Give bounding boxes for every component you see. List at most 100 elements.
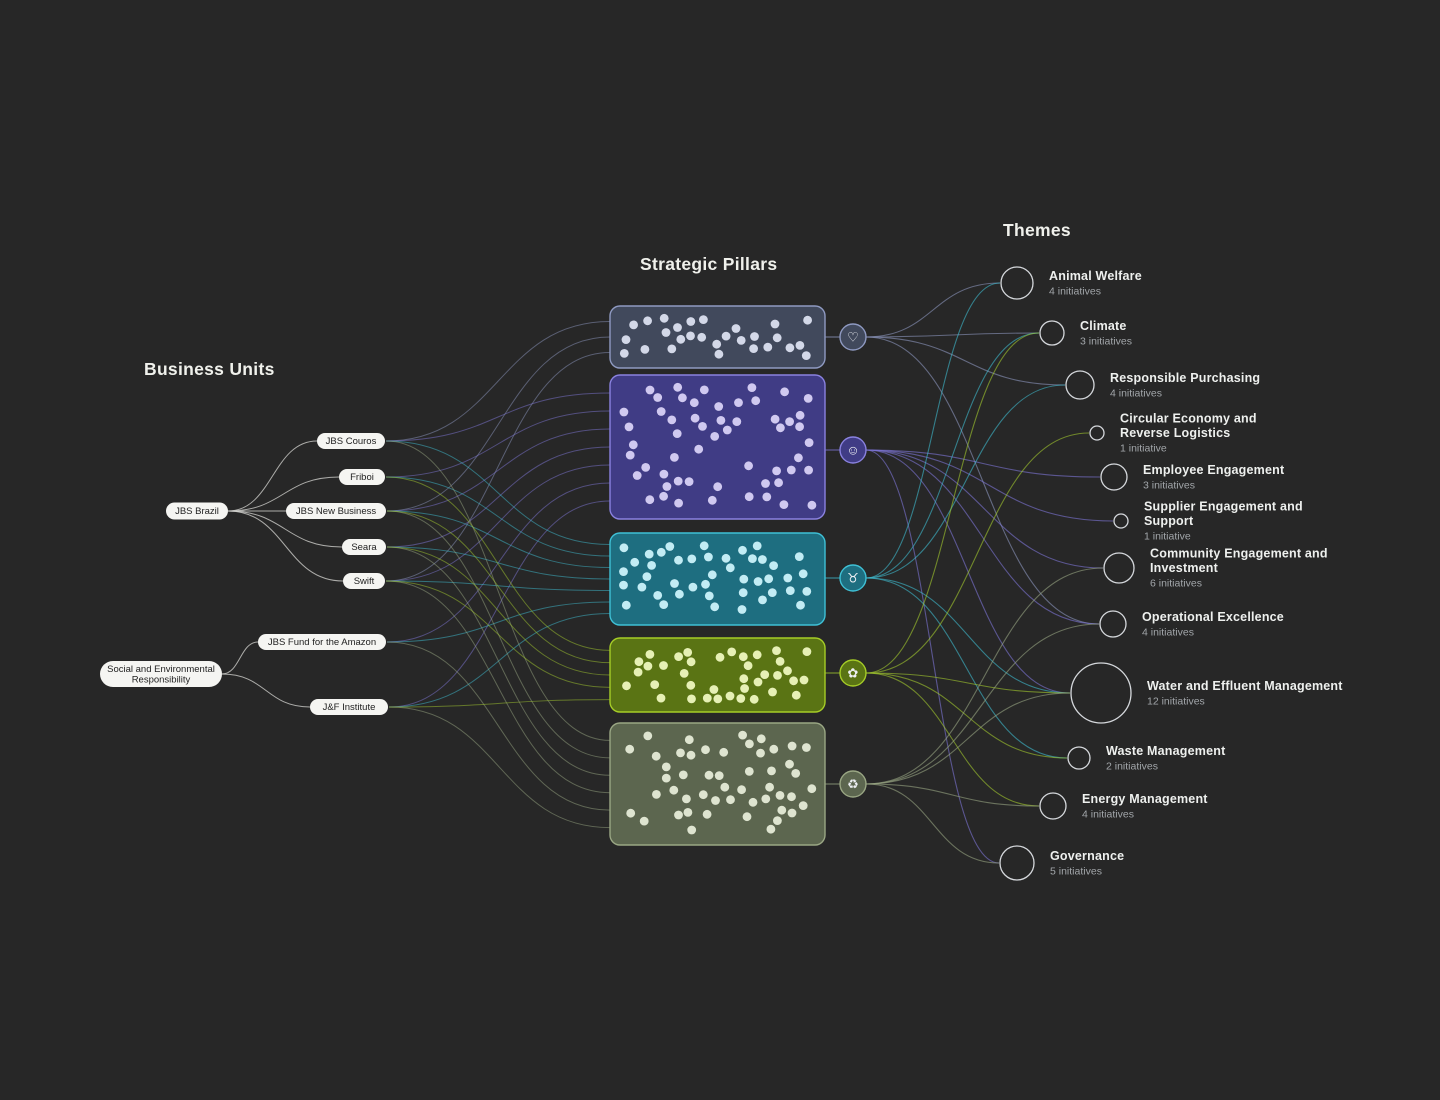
initiative-dot <box>787 741 797 751</box>
initiative-dot <box>787 792 796 802</box>
cattle-icon-glyph: ♉ <box>847 571 859 586</box>
initiative-dot <box>670 579 679 588</box>
initiative-dot <box>773 671 782 680</box>
initiative-dot <box>772 466 781 476</box>
initiative-dot <box>769 744 779 754</box>
unit-pillar-link <box>385 352 611 582</box>
initiative-dot <box>785 343 795 353</box>
initiative-dot <box>802 587 812 596</box>
plant-in-hand-icon-glyph: ✿ <box>848 666 859 681</box>
initiative-dot <box>687 694 696 704</box>
business-unit-jbs-couros[interactable]: JBS Couros <box>317 433 385 449</box>
initiative-dot <box>621 600 631 610</box>
initiative-dot <box>656 407 666 416</box>
initiative-dot <box>628 440 638 450</box>
theme-circle-animal-welfare[interactable] <box>1000 266 1034 300</box>
unit-pillar-link <box>385 410 611 478</box>
theme-subtitle: 12 initiatives <box>1147 695 1205 707</box>
theme-title: Governance <box>1050 849 1124 863</box>
initiative-dot <box>688 582 698 592</box>
unit-pillar-links-layer <box>385 321 611 829</box>
hierarchy-link <box>227 440 318 512</box>
pillar-box-p5[interactable] <box>609 722 826 846</box>
initiative-dot <box>667 415 677 425</box>
recycle-icon[interactable] <box>839 770 867 798</box>
initiative-dot <box>619 407 629 417</box>
business-unit-seara[interactable]: Seara <box>342 539 386 555</box>
business-unit-pill[interactable] <box>100 661 222 687</box>
heading-strategic-pillars: Strategic Pillars <box>640 254 777 274</box>
initiative-dot <box>670 453 679 462</box>
initiative-dot <box>684 477 694 486</box>
business-unit-pill[interactable] <box>317 433 385 449</box>
theme-circle-governance[interactable] <box>999 845 1035 881</box>
initiative-dot <box>738 545 747 555</box>
business-unit-swift[interactable]: Swift <box>343 573 385 589</box>
theme-circle-climate[interactable] <box>1039 320 1065 346</box>
handshake-icon[interactable] <box>839 436 867 464</box>
initiative-dot <box>785 586 795 595</box>
initiative-dot <box>775 657 785 666</box>
business-unit-jbs-new-business[interactable]: JBS New Business <box>286 503 386 519</box>
initiative-dot <box>719 747 729 757</box>
theme-circle-employee-engagement[interactable] <box>1100 463 1128 491</box>
initiative-dot <box>714 771 724 780</box>
business-unit-pill[interactable] <box>166 502 228 520</box>
theme-subtitle: 4 initiatives <box>1049 285 1101 297</box>
initiative-dot <box>656 693 666 703</box>
unit-pillar-link <box>386 641 611 811</box>
business-unit-friboi[interactable]: Friboi <box>339 469 385 485</box>
business-unit-pill[interactable] <box>342 539 386 555</box>
initiative-dot <box>634 657 644 667</box>
initiative-dot <box>767 766 776 776</box>
business-unit-pill[interactable] <box>339 469 385 485</box>
initiative-dot <box>625 744 635 754</box>
initiative-dot <box>645 650 655 659</box>
theme-subtitle: 4 initiatives <box>1110 387 1162 399</box>
recycle-icon-glyph: ♻ <box>847 777 859 792</box>
theme-circle-energy-management[interactable] <box>1039 792 1067 820</box>
initiative-dot <box>765 782 774 792</box>
initiative-dot <box>699 315 708 324</box>
theme-subtitle: 1 initiative <box>1144 531 1191 543</box>
business-unit-jbs-brazil[interactable]: JBS Brazil <box>166 502 228 520</box>
business-unit-pill[interactable] <box>286 503 386 519</box>
business-unit-label: Responsibility <box>132 674 191 685</box>
theme-circle-water-effluent[interactable] <box>1070 662 1132 724</box>
business-unit-pill[interactable] <box>343 573 385 589</box>
initiative-dot <box>697 332 707 342</box>
theme-circle-circular-economy[interactable] <box>1089 425 1105 441</box>
initiative-dot <box>749 694 759 704</box>
initiative-dot <box>662 482 672 491</box>
theme-circle-responsible-purchasing[interactable] <box>1065 370 1095 400</box>
initiative-dot <box>707 570 717 580</box>
hand-holding-heart-icon[interactable] <box>839 323 867 351</box>
initiative-dot <box>738 588 748 598</box>
theme-circle-operational-excellence[interactable] <box>1099 610 1127 638</box>
business-unit-label: JBS Brazil <box>175 506 219 517</box>
theme-circle-community-engagement[interactable] <box>1103 552 1135 584</box>
theme-circle-supplier-engagement[interactable] <box>1113 513 1129 529</box>
pillar-box-p2[interactable] <box>609 374 826 520</box>
pillar-box-p3[interactable] <box>609 532 826 626</box>
unit-pillar-link <box>385 440 611 545</box>
plant-in-hand-icon[interactable] <box>839 659 867 687</box>
theme-circle-waste-management[interactable] <box>1067 746 1091 770</box>
cattle-icon[interactable] <box>839 564 867 592</box>
initiative-dot <box>653 591 663 600</box>
pillar-icons-layer: ♡☺♉✿♻ <box>824 323 867 798</box>
business-unit-pill[interactable] <box>310 699 388 715</box>
unit-pillar-link <box>386 546 611 676</box>
initiative-dot <box>653 393 663 402</box>
pillar-box-p1[interactable] <box>609 305 826 369</box>
initiative-dot <box>751 396 761 406</box>
initiative-dot <box>791 769 801 778</box>
unit-pillar-link <box>385 392 611 442</box>
initiative-dot <box>674 555 683 565</box>
business-unit-pill[interactable] <box>258 634 386 650</box>
business-unit-jbs-fund[interactable]: JBS Fund for the Amazon <box>258 634 386 650</box>
business-unit-jf-institute[interactable]: J&F Institute <box>310 699 388 715</box>
initiative-dot <box>744 767 754 776</box>
